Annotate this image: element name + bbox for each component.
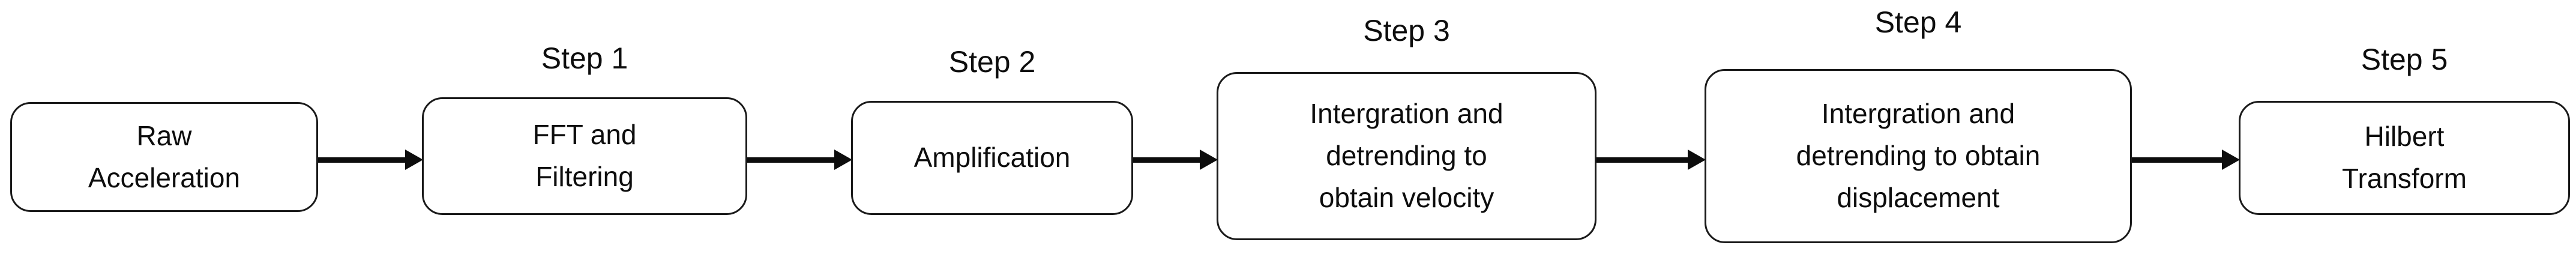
arrow-head-icon — [2222, 150, 2240, 170]
step-label-fft-and-filtering: Step 1 — [541, 41, 628, 75]
node-hilbert-transform[interactable]: Hilbert Transform — [2239, 101, 2570, 215]
node-fft-and-filtering[interactable]: FFT and Filtering — [422, 97, 747, 215]
step-label-amplification: Step 2 — [948, 45, 1036, 79]
arrow-head-icon — [405, 150, 423, 170]
node-integration-displacement[interactable]: Intergration and detrending to obtain di… — [1705, 69, 2132, 243]
node-label-fft-and-filtering: FFT and Filtering — [532, 119, 637, 192]
node-label-raw-acceleration: Raw Acceleration — [88, 119, 241, 193]
step-label-integration-velocity: Step 3 — [1363, 14, 1450, 47]
node-integration-velocity[interactable]: Intergration and detrending to obtain ve… — [1217, 72, 1596, 240]
step-label-integration-displacement: Step 4 — [1874, 5, 1962, 39]
arrow-shaft — [747, 157, 835, 163]
arrow-shaft — [2132, 157, 2223, 163]
node-label-amplification: Amplification — [913, 142, 1071, 174]
node-label-integration-displacement: Intergration and detrending to obtain di… — [1796, 98, 2041, 213]
arrow-shaft — [1133, 157, 1201, 163]
arrow-shaft — [1596, 157, 1689, 163]
step-label-hilbert-transform: Step 5 — [2361, 43, 2448, 76]
node-raw-acceleration[interactable]: Raw Acceleration — [10, 102, 318, 212]
node-label-integration-velocity: Intergration and detrending to obtain ve… — [1310, 98, 1503, 213]
arrow-shaft — [318, 157, 406, 163]
arrow-head-icon — [1688, 150, 1706, 170]
arrow-head-icon — [1200, 150, 1218, 170]
node-amplification[interactable]: Amplification — [851, 101, 1133, 215]
arrow-head-icon — [834, 150, 852, 170]
node-label-hilbert-transform: Hilbert Transform — [2342, 121, 2467, 194]
